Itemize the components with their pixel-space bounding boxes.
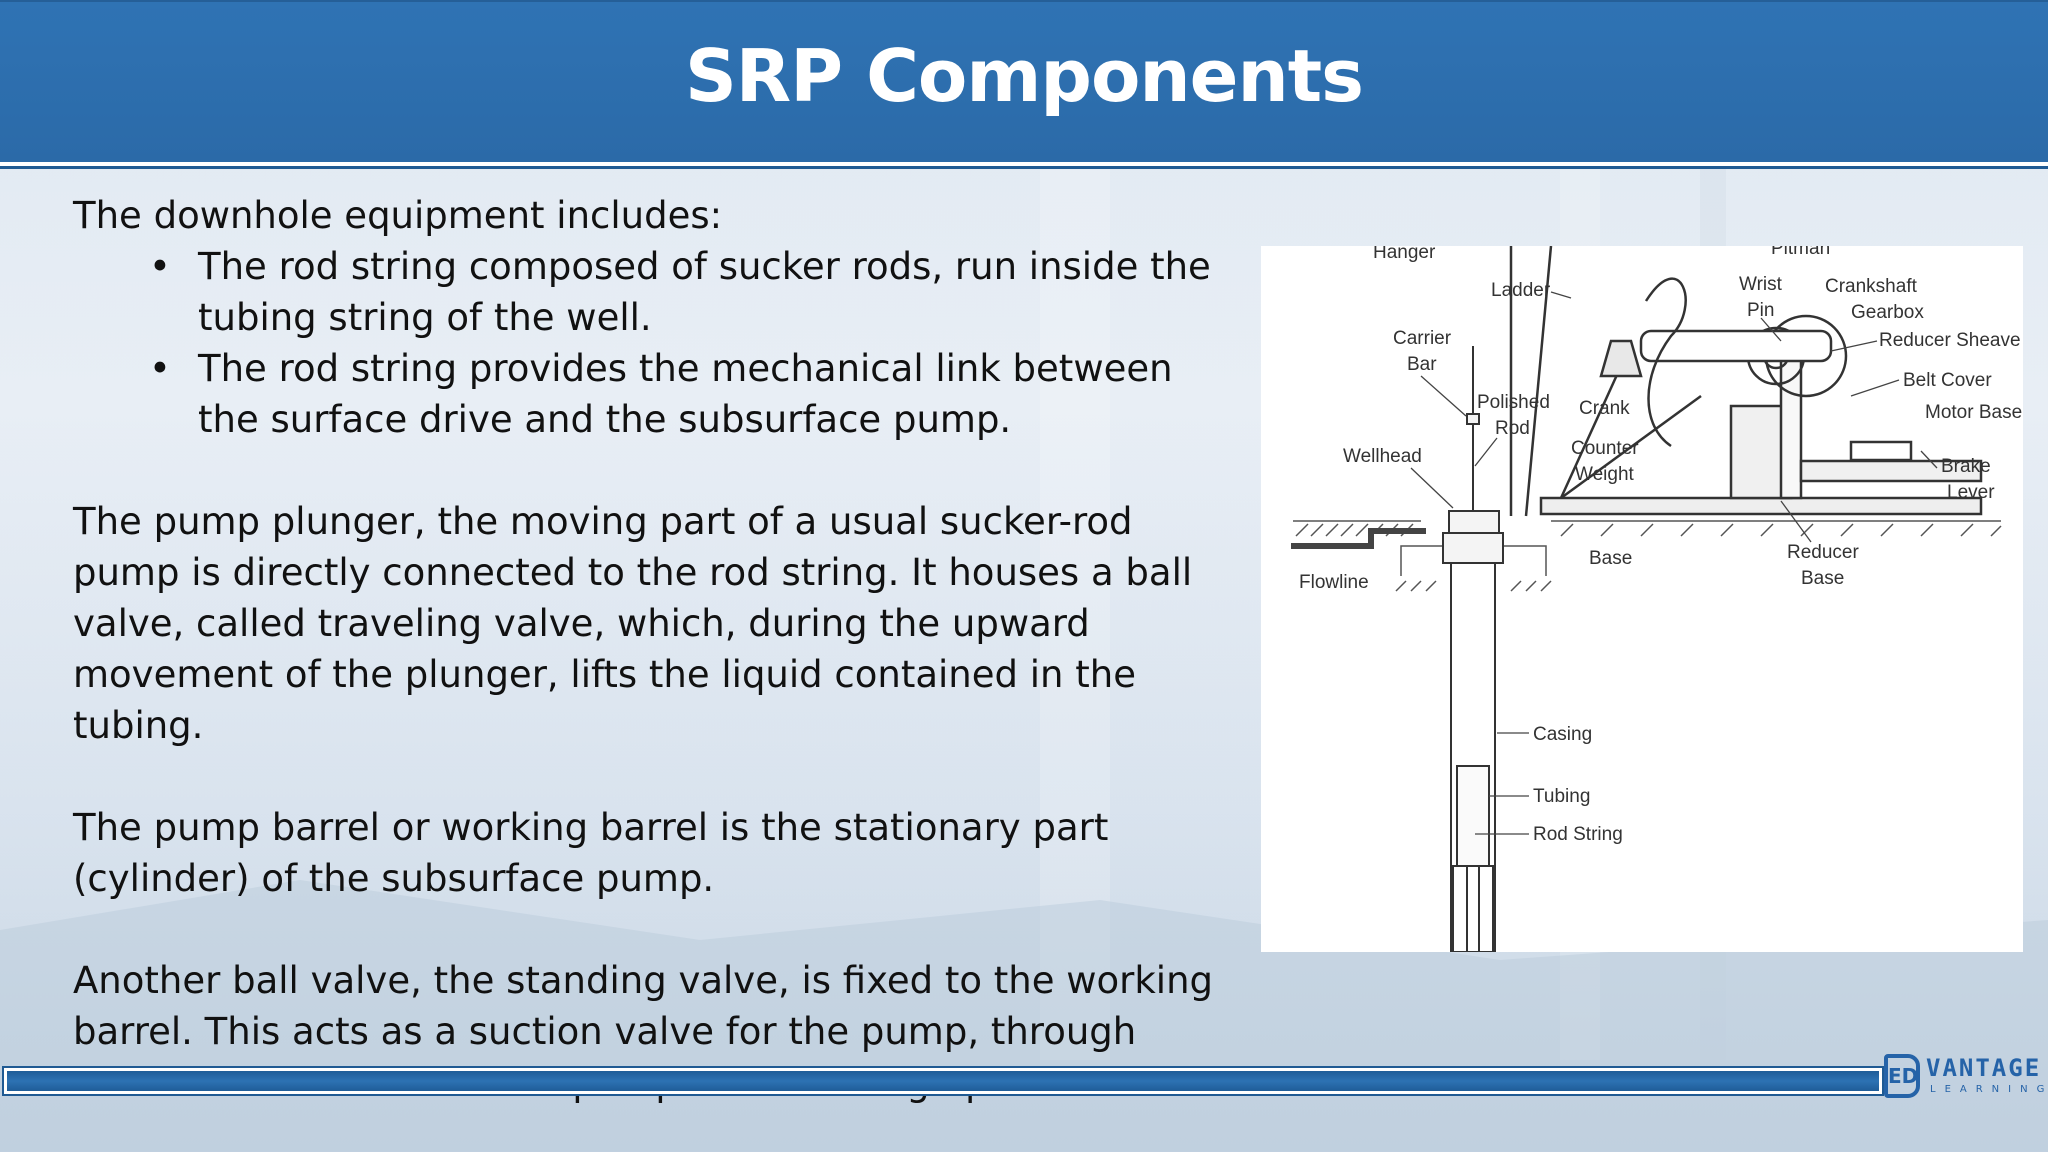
label-tubing: Tubing (1533, 786, 1590, 807)
label-bar: Bar (1407, 354, 1437, 375)
label-flowline: Flowline (1299, 572, 1369, 593)
label-casing: Casing (1533, 724, 1592, 745)
label-crankshaft: Crankshaft (1825, 276, 1918, 297)
wellhead-casing (1442, 346, 1504, 952)
gearbox (1599, 277, 1848, 448)
bullet-item: The rod string composed of sucker rods, … (73, 241, 1243, 343)
slide-title: SRP Components (684, 34, 1364, 118)
label-pin: Pin (1747, 300, 1774, 321)
label-wellhead: Wellhead (1343, 446, 1422, 467)
leader-lines (1410, 291, 1938, 835)
label-rod: Rod (1495, 418, 1530, 439)
intro-text: The downhole equipment includes: (73, 194, 723, 237)
footer-divider (4, 1068, 1882, 1094)
label-polished: Polished (1477, 392, 1550, 413)
label-carrier: Carrier (1393, 328, 1452, 349)
logo-mark-icon: ED (1884, 1054, 1920, 1098)
logo-name: VANTAGE (1926, 1054, 2042, 1082)
paragraph-barrel: The pump barrel or working barrel is the… (73, 806, 1109, 900)
label-belt-cover: Belt Cover (1903, 370, 1992, 391)
label-pitman: Pitman (1771, 246, 1830, 259)
label-lever: Lever (1947, 482, 1995, 503)
label-counter: Counter (1571, 438, 1639, 459)
label-ladder: Ladder (1491, 280, 1551, 301)
title-bar: SRP Components (0, 0, 2048, 162)
pump-jack-illustration: Hanger Pitman Ladder Wrist Pin Crankshaf… (1291, 246, 2022, 952)
label-brake: Brake (1941, 456, 1991, 477)
bullet-list: The rod string composed of sucker rods, … (73, 241, 1243, 445)
label-reducer-base: Base (1801, 568, 1844, 589)
label-crank: Crank (1579, 398, 1630, 419)
slide-body: The downhole equipment includes: The rod… (73, 190, 1243, 1108)
logo-subtitle: LEARNING (1930, 1084, 2048, 1095)
label-reducer: Reducer (1787, 542, 1859, 563)
bullet-item: The rod string provides the mechanical l… (73, 343, 1243, 445)
diagram-labels: Hanger Pitman Ladder Wrist Pin Crankshaf… (1299, 246, 2022, 845)
label-gearbox: Gearbox (1851, 302, 1924, 323)
label-reducer-sheave: Reducer Sheave (1879, 330, 2021, 351)
label-motor-base: Motor Base (1925, 402, 2022, 423)
vantage-learning-logo: ED VANTAGE LEARNING (1882, 1052, 2044, 1102)
label-base: Base (1589, 548, 1632, 569)
label-weight: Weight (1575, 464, 1635, 485)
label-wrist: Wrist (1739, 274, 1783, 295)
label-rod-string: Rod String (1533, 824, 1623, 845)
label-hanger: Hanger (1373, 246, 1436, 263)
paragraph-plunger: The pump plunger, the moving part of a u… (73, 500, 1193, 747)
pump-jack-diagram: Hanger Pitman Ladder Wrist Pin Crankshaf… (1261, 246, 2023, 952)
